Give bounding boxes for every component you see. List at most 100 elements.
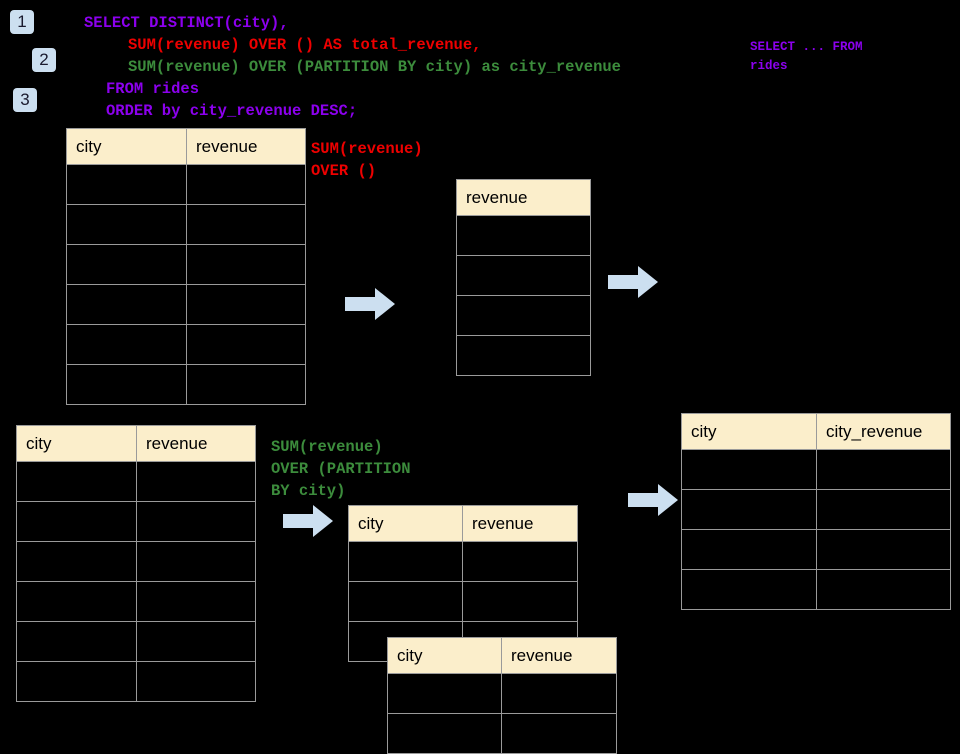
table-cell xyxy=(681,489,817,530)
column-header-city: city xyxy=(66,128,187,165)
table-row xyxy=(348,541,578,582)
column-header-revenue: revenue xyxy=(462,505,578,542)
table-cell xyxy=(136,461,256,502)
table-header-row: city city_revenue xyxy=(681,413,951,450)
column-header-city: city xyxy=(16,425,137,462)
table-cell xyxy=(348,541,463,582)
table-cell xyxy=(186,164,306,205)
rides-source-table-bottom: city revenue xyxy=(16,425,256,702)
annotation-sum-over-partition: SUM(revenue) OVER (PARTITION BY city) xyxy=(271,438,411,500)
table-row xyxy=(456,295,591,336)
sql-line-sum-over-partition: SUM(revenue) OVER (PARTITION BY city) as… xyxy=(128,58,621,76)
table-cell xyxy=(681,529,817,570)
table-cell xyxy=(16,621,137,662)
table-cell xyxy=(456,215,591,256)
table-cell xyxy=(186,284,306,325)
table-row xyxy=(387,673,617,714)
table-cell xyxy=(16,501,137,542)
table-cell xyxy=(462,581,578,622)
table-cell xyxy=(16,461,137,502)
table-row xyxy=(66,364,306,405)
table-row xyxy=(456,215,591,256)
annotation-select-from-rides: SELECT ... FROM rides xyxy=(750,40,863,73)
step-badge-2: 2 xyxy=(32,48,56,72)
table-row xyxy=(348,581,578,622)
table-row xyxy=(66,204,306,245)
table-cell xyxy=(681,569,817,610)
arrow-rides-to-total xyxy=(345,288,395,320)
table-cell xyxy=(136,541,256,582)
total-revenue-table: revenue xyxy=(456,179,591,376)
table-row xyxy=(681,529,951,570)
table-header-row: city revenue xyxy=(16,425,256,462)
sql-line-order-by: ORDER by city_revenue DESC; xyxy=(106,102,358,120)
table-cell xyxy=(816,449,951,490)
table-cell xyxy=(186,324,306,365)
table-cell xyxy=(16,541,137,582)
table-row xyxy=(681,569,951,610)
sql-line-select-distinct: SELECT DISTINCT(city), xyxy=(84,14,289,32)
table-cell xyxy=(681,449,817,490)
partition-group-table-front: city revenue xyxy=(387,637,617,754)
table-row xyxy=(681,449,951,490)
arrow-total-to-next xyxy=(608,266,658,298)
table-cell xyxy=(186,364,306,405)
table-row xyxy=(16,461,256,502)
table-cell xyxy=(66,324,187,365)
table-cell xyxy=(136,661,256,702)
table-cell xyxy=(186,204,306,245)
table-cell xyxy=(16,661,137,702)
column-header-city: city xyxy=(681,413,817,450)
table-cell xyxy=(387,673,502,714)
table-cell xyxy=(16,581,137,622)
table-row xyxy=(456,255,591,296)
table-cell xyxy=(66,364,187,405)
table-header-row: city revenue xyxy=(387,637,617,674)
column-header-city: city xyxy=(387,637,502,674)
annotation-sum-over-empty: SUM(revenue) OVER () xyxy=(311,140,423,180)
table-cell xyxy=(816,569,951,610)
table-header-row: city revenue xyxy=(66,128,306,165)
table-cell xyxy=(66,244,187,285)
table-header-row: revenue xyxy=(456,179,591,216)
table-row xyxy=(16,661,256,702)
column-header-revenue: revenue xyxy=(456,179,591,216)
table-cell xyxy=(348,581,463,622)
table-row xyxy=(66,244,306,285)
table-cell xyxy=(186,244,306,285)
city-revenue-result-table: city city_revenue xyxy=(681,413,951,610)
diagram-canvas: 1 2 3 SELECT DISTINCT(city), SUM(revenue… xyxy=(10,10,951,754)
table-cell xyxy=(136,581,256,622)
column-header-revenue: revenue xyxy=(186,128,306,165)
table-cell xyxy=(136,621,256,662)
partition-group-table-back: city revenue xyxy=(348,505,578,662)
table-cell xyxy=(816,529,951,570)
table-row xyxy=(66,324,306,365)
table-cell xyxy=(462,541,578,582)
column-header-city-revenue: city_revenue xyxy=(816,413,951,450)
table-row xyxy=(66,284,306,325)
table-cell xyxy=(456,255,591,296)
sql-line-from-rides: FROM rides xyxy=(106,80,200,98)
column-header-revenue: revenue xyxy=(501,637,617,674)
table-row xyxy=(456,335,591,376)
sql-line-sum-over-empty: SUM(revenue) OVER () AS total_revenue, xyxy=(128,36,482,54)
table-row xyxy=(66,164,306,205)
step-badge-3: 3 xyxy=(13,88,37,112)
table-row xyxy=(16,501,256,542)
table-cell xyxy=(816,489,951,530)
table-cell xyxy=(66,164,187,205)
table-header-row: city revenue xyxy=(348,505,578,542)
table-cell xyxy=(456,295,591,336)
table-cell xyxy=(66,284,187,325)
table-cell xyxy=(66,204,187,245)
table-row xyxy=(16,621,256,662)
column-header-revenue: revenue xyxy=(136,425,256,462)
table-cell xyxy=(136,501,256,542)
arrow-partition-to-result xyxy=(628,484,678,516)
table-row xyxy=(16,541,256,582)
column-header-city: city xyxy=(348,505,463,542)
step-badge-1: 1 xyxy=(10,10,34,34)
table-row xyxy=(681,489,951,530)
arrow-rides-to-partition xyxy=(283,505,333,537)
